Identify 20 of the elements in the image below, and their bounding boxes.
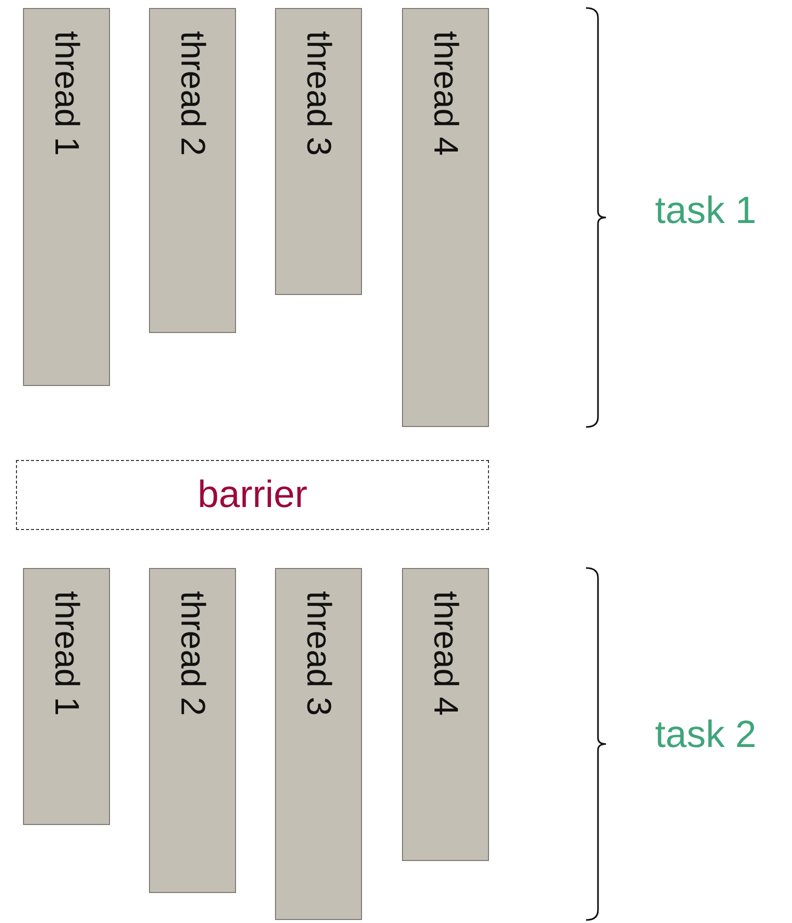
thread-label: thread 4 <box>428 591 462 716</box>
barrier-box <box>16 460 489 530</box>
thread-label: thread 3 <box>302 591 336 716</box>
thread-bar <box>149 568 236 893</box>
thread-bar <box>23 8 110 386</box>
thread-label: thread 3 <box>302 31 336 156</box>
thread-label: thread 2 <box>176 591 210 716</box>
thread-label: thread 2 <box>176 31 210 156</box>
thread-bar <box>275 568 362 920</box>
barrier-label: barrier <box>198 474 308 516</box>
thread-bar <box>23 568 110 825</box>
task-label: task 2 <box>655 714 756 757</box>
thread-bar <box>149 8 236 333</box>
thread-label: thread 1 <box>50 591 84 716</box>
thread-bar <box>402 568 489 861</box>
thread-bar <box>275 8 362 295</box>
thread-bar <box>402 8 489 427</box>
thread-label: thread 4 <box>428 31 462 156</box>
thread-label: thread 1 <box>50 31 84 156</box>
task-label: task 1 <box>655 190 756 233</box>
